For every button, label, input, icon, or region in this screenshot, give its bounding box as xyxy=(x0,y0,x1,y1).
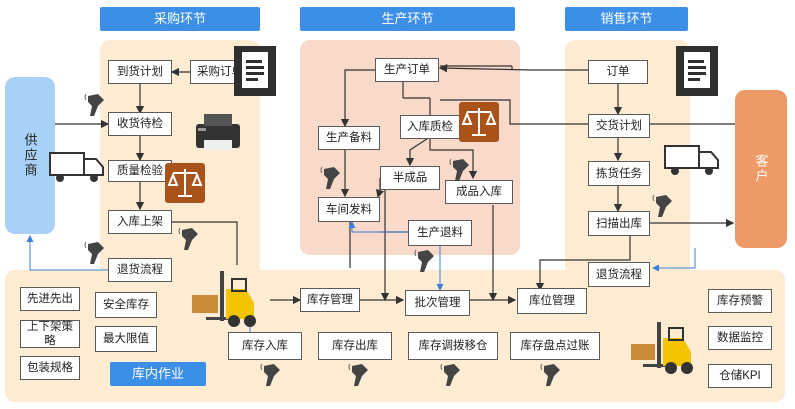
return-material-box: 生产退料 xyxy=(408,220,472,246)
rule-fifo-box: 先进先出 xyxy=(20,287,80,311)
barcode-scanner-icon xyxy=(449,157,473,183)
barcode-scanner-icon xyxy=(414,248,438,274)
workshop-issue-box: 车间发料 xyxy=(318,197,380,222)
document-icon xyxy=(676,46,718,96)
stock-in-box: 库存入库 xyxy=(228,332,302,360)
quality-check-box: 质量检验 xyxy=(108,160,172,182)
barcode-scanner-icon xyxy=(320,165,344,191)
finished-inbound-box: 成品入库 xyxy=(445,180,513,204)
sales-delivery-plan-box: 交货计划 xyxy=(588,114,650,138)
scan-out-box: 扫描出库 xyxy=(588,211,650,236)
balance-scale-icon xyxy=(459,102,499,142)
barcode-scanner-icon xyxy=(348,362,372,388)
inventory-mgmt-box: 库存管理 xyxy=(300,288,360,312)
barcode-scanner-icon xyxy=(260,362,284,388)
document-icon xyxy=(234,46,276,96)
supplier-label: 供应商 xyxy=(22,133,38,178)
rule-max-limit-box: 最大限值 xyxy=(95,326,157,352)
material-prep-box: 生产备料 xyxy=(318,126,380,150)
rule-safety-stock-box: 安全库存 xyxy=(95,292,157,318)
sales-order-box: 订单 xyxy=(588,60,648,84)
supplier-bar: 供应商 xyxy=(5,77,55,234)
stock-out-box: 库存出库 xyxy=(318,332,392,360)
balance-scale-icon xyxy=(165,163,205,203)
delivery-plan-box: 到货计划 xyxy=(108,60,172,84)
semi-product-box: 半成品 xyxy=(380,166,440,190)
transfer-box: 库存调拨移仓 xyxy=(408,332,498,360)
production-order-box: 生产订单 xyxy=(375,58,439,82)
customer-label: 客户 xyxy=(753,154,769,184)
sales-return-box: 退货流程 xyxy=(588,262,650,287)
printer-icon xyxy=(190,110,245,156)
stock-alert-box: 库存预警 xyxy=(708,289,772,313)
barcode-scanner-icon xyxy=(84,92,108,118)
purchase-header: 采购环节 xyxy=(100,7,260,31)
customer-bar: 客户 xyxy=(735,90,787,248)
location-mgmt-box: 库位管理 xyxy=(517,288,587,314)
rule-shelving-box: 上下架策略 xyxy=(20,320,80,348)
batch-mgmt-box: 批次管理 xyxy=(405,290,470,316)
rule-packaging-box: 包装规格 xyxy=(20,356,80,380)
truck-icon xyxy=(48,147,106,185)
purchase-return-box: 退货流程 xyxy=(108,258,172,282)
barcode-scanner-icon xyxy=(540,362,564,388)
warehouse-kpi-box: 仓储KPI xyxy=(708,364,772,388)
sales-header: 销售环节 xyxy=(565,7,688,31)
picking-box: 拣货任务 xyxy=(588,161,650,186)
production-header: 生产环节 xyxy=(300,7,515,31)
receiving-box: 收货待检 xyxy=(108,112,172,136)
inbound-check-box: 入库质检 xyxy=(400,115,460,139)
barcode-scanner-icon xyxy=(652,193,676,219)
barcode-scanner-icon xyxy=(440,362,464,388)
barcode-scanner-icon xyxy=(178,226,202,252)
stocktake-box: 库存盘点过账 xyxy=(510,332,600,360)
barcode-scanner-icon xyxy=(84,240,108,266)
forklift-icon xyxy=(188,265,268,330)
putaway-box: 入库上架 xyxy=(108,210,172,234)
data-monitor-box: 数据监控 xyxy=(708,326,772,350)
warehouse-header: 库内作业 xyxy=(110,362,206,386)
truck-icon xyxy=(663,140,721,178)
forklift-icon xyxy=(625,318,705,378)
